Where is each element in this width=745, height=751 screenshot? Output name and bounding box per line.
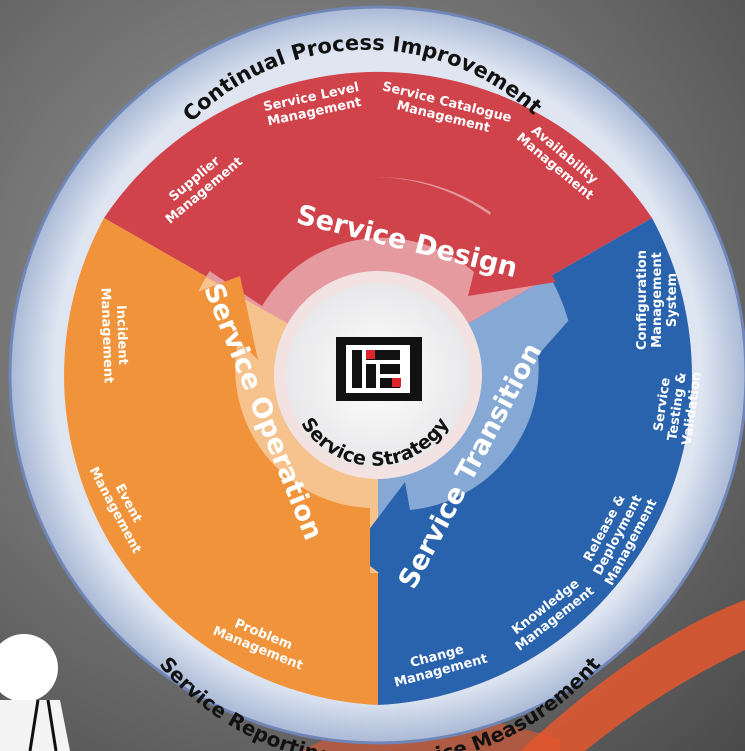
transition-process-2: ServiceTesting &Validation bbox=[650, 367, 705, 447]
operation-process-1: IncidentManagement bbox=[97, 287, 130, 384]
process-line: Management bbox=[97, 287, 115, 383]
operation-arrow bbox=[160, 276, 370, 575]
transition-arrow bbox=[352, 302, 600, 612]
process-line: System bbox=[665, 273, 680, 327]
design-arrow bbox=[205, 176, 556, 306]
process-line: Configuration bbox=[635, 250, 650, 350]
process-line: Incident bbox=[113, 305, 130, 365]
transition-process-1: ConfigurationManagementSystem bbox=[635, 250, 680, 350]
process-line: Management bbox=[650, 252, 665, 348]
process-line: Service bbox=[651, 377, 673, 433]
person-figure-head bbox=[0, 634, 58, 702]
lz-logo-icon bbox=[336, 337, 422, 401]
